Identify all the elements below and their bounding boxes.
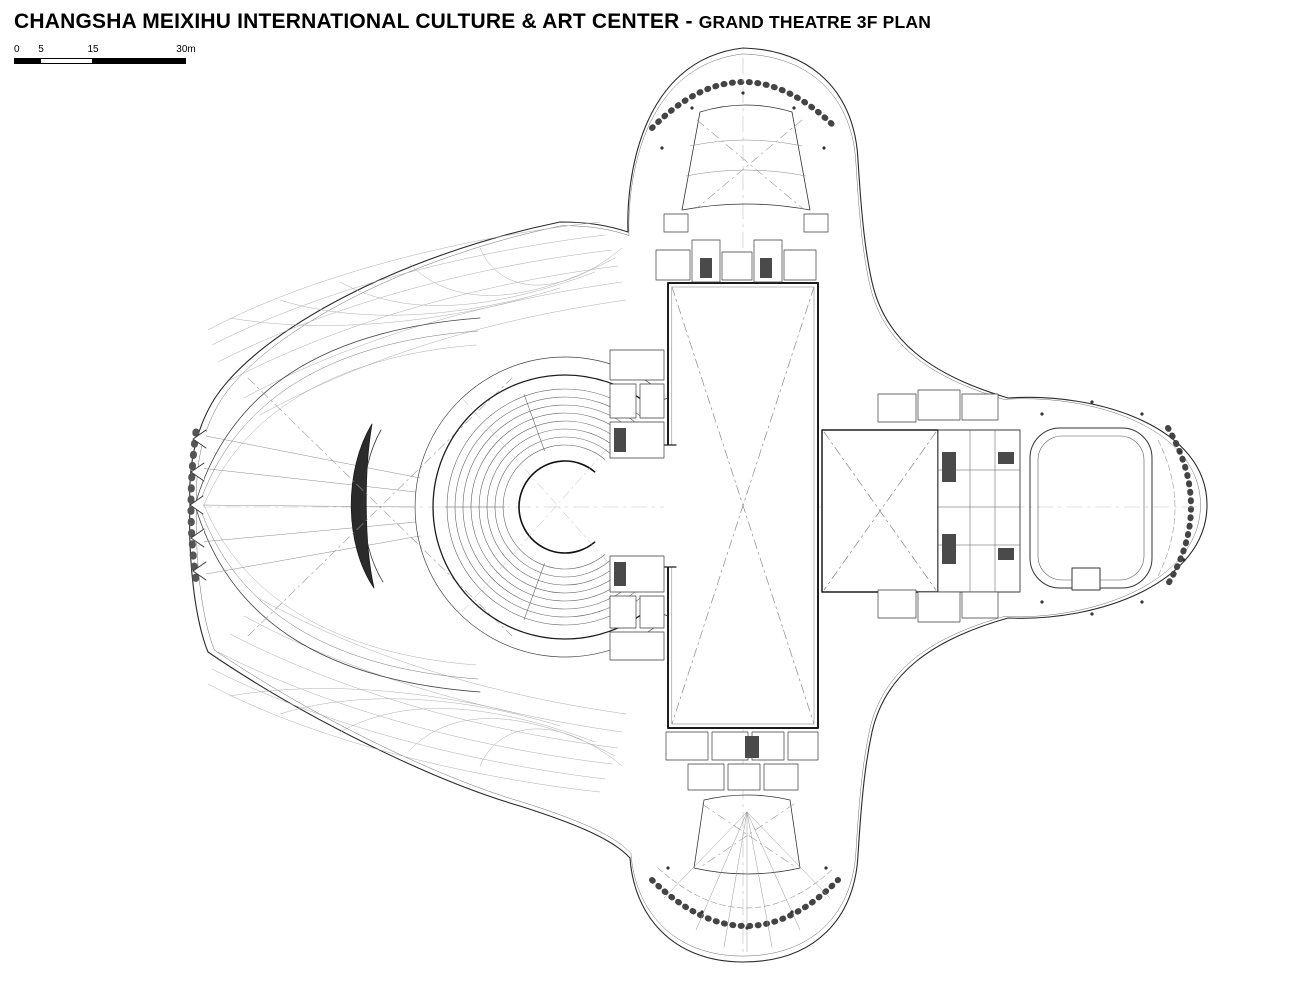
scale-tick-15: 15 [87,44,99,55]
right-wing [821,389,1186,623]
scale-segment [40,58,93,64]
scale-tick-5: 5 [38,44,44,55]
scale-bar: 0 5 15 30m [14,44,214,70]
auditorium-seating [414,356,669,658]
page-title: CHANGSHA MEIXIHU INTERNATIONAL CULTURE &… [14,10,931,34]
scale-tick-30: 30m [176,44,196,55]
bottom-lobe [657,794,835,953]
scale-bar-segments [14,58,186,64]
scale-segment [92,58,186,64]
roof-mesh-lower-left [207,598,627,793]
top-lobe [660,91,829,233]
main-stage-box [663,282,819,729]
left-foyer-structure [189,317,513,693]
scale-tick-0: 0 [14,44,20,55]
title-sub: GRAND THEATRE 3F PLAN [698,12,932,32]
backstage-rooms [609,239,819,791]
title-block: CHANGSHA MEIXIHU INTERNATIONAL CULTURE &… [14,10,931,70]
roof-mesh-upper-left [207,221,627,416]
scale-segment [14,58,41,64]
title-main: CHANGSHA MEIXIHU INTERNATIONAL CULTURE &… [14,10,693,33]
